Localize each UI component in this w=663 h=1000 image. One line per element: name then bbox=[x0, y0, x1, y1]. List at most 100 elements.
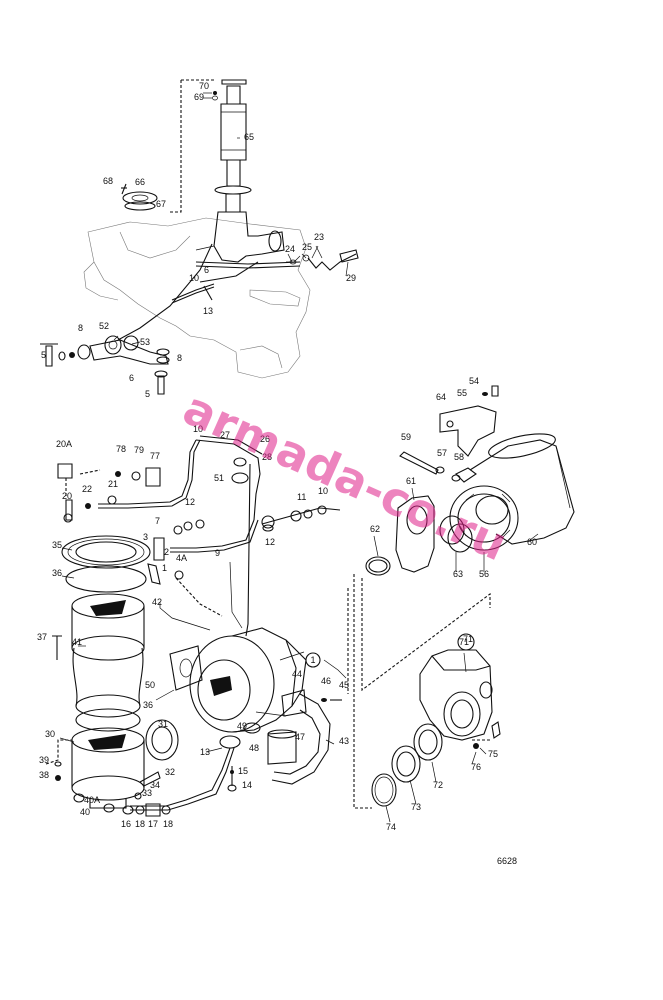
callout-c18b: 18 bbox=[163, 819, 173, 829]
callout-c57: 57 bbox=[437, 448, 447, 458]
callout-c21: 21 bbox=[108, 479, 118, 489]
callout-c38: 38 bbox=[39, 770, 49, 780]
callout-c66: 66 bbox=[135, 177, 145, 187]
oil-return-pipe-43 bbox=[267, 689, 342, 785]
callout-c73: 73 bbox=[411, 802, 421, 812]
callout-c12b: 12 bbox=[265, 537, 275, 547]
callout-c1: 1 bbox=[162, 563, 167, 573]
callout-c9: 9 bbox=[215, 548, 220, 558]
callout-c60: 60 bbox=[527, 537, 537, 547]
callout-c54: 54 bbox=[469, 376, 479, 386]
callout-c59: 59 bbox=[401, 432, 411, 442]
circled-callout-c71circle: 71 bbox=[459, 637, 469, 647]
callout-c33: 33 bbox=[142, 788, 152, 798]
callout-c40: 40 bbox=[80, 807, 90, 817]
callout-c34: 34 bbox=[150, 780, 160, 790]
callout-c71: 71 bbox=[463, 634, 473, 644]
callout-c7: 7 bbox=[155, 516, 160, 526]
leader-lines bbox=[59, 137, 539, 823]
callout-c5a: 5 bbox=[41, 350, 46, 360]
drawing-number: 6628 bbox=[497, 856, 517, 866]
callout-c70: 70 bbox=[199, 81, 209, 91]
callout-c14: 14 bbox=[242, 780, 252, 790]
callout-c78: 78 bbox=[116, 444, 126, 454]
callout-c16: 16 bbox=[121, 819, 131, 829]
callout-c4A: 4A bbox=[176, 553, 187, 563]
clamp-rings-72-74 bbox=[371, 723, 443, 807]
callout-c76: 76 bbox=[471, 762, 481, 772]
callout-c36b: 36 bbox=[143, 700, 153, 710]
callout-c2: 2 bbox=[164, 547, 169, 557]
callout-c40A: 40A bbox=[84, 795, 100, 805]
callout-c13: 13 bbox=[203, 306, 213, 316]
callout-c10a: 10 bbox=[189, 273, 199, 283]
oil-pipe-13-lower bbox=[122, 722, 261, 817]
callout-c25: 25 bbox=[302, 242, 312, 252]
callout-c10b: 10 bbox=[193, 424, 203, 434]
callout-c49: 49 bbox=[237, 721, 247, 731]
clamps-62-63 bbox=[365, 515, 473, 576]
mounting-bracket-64 bbox=[439, 385, 499, 457]
callout-c75: 75 bbox=[488, 749, 498, 759]
callout-c37: 37 bbox=[37, 632, 47, 642]
callout-c3: 3 bbox=[143, 532, 148, 542]
callout-c26: 26 bbox=[260, 434, 270, 444]
callout-c20: 20 bbox=[62, 491, 72, 501]
callout-c56: 56 bbox=[479, 569, 489, 579]
callout-c74: 74 bbox=[386, 822, 396, 832]
turbocharger-housing bbox=[169, 627, 307, 733]
callout-c8b: 8 bbox=[177, 353, 182, 363]
callout-c46: 46 bbox=[321, 676, 331, 686]
support-bracket-left bbox=[40, 335, 170, 395]
callout-c62: 62 bbox=[370, 524, 380, 534]
callout-c50: 50 bbox=[145, 680, 155, 690]
callout-c47: 47 bbox=[295, 732, 305, 742]
callout-c64: 64 bbox=[436, 392, 446, 402]
callout-c30: 30 bbox=[45, 729, 55, 739]
callout-c68: 68 bbox=[103, 176, 113, 186]
intake-adaptor-71 bbox=[419, 649, 501, 749]
callout-c55: 55 bbox=[457, 388, 467, 398]
callout-c67: 67 bbox=[156, 199, 166, 209]
dashed-connectors bbox=[347, 574, 491, 809]
callout-c45: 45 bbox=[339, 680, 349, 690]
callout-c36a: 36 bbox=[52, 568, 62, 578]
circled-callouts bbox=[305, 633, 475, 668]
callout-c23: 23 bbox=[314, 232, 324, 242]
callout-c28: 28 bbox=[262, 452, 272, 462]
callout-c31: 31 bbox=[158, 719, 168, 729]
callout-c12a: 12 bbox=[185, 497, 195, 507]
callout-c61: 61 bbox=[406, 476, 416, 486]
exhaust-stack-left bbox=[45, 535, 179, 813]
callout-c35: 35 bbox=[52, 540, 62, 550]
oil-pipe-lines-top bbox=[117, 243, 359, 341]
callout-c48: 48 bbox=[249, 743, 259, 753]
callout-c72: 72 bbox=[433, 780, 443, 790]
engine-outline bbox=[83, 217, 311, 379]
hose-61 bbox=[395, 495, 435, 573]
callout-c69: 69 bbox=[194, 92, 204, 102]
callout-c41: 41 bbox=[72, 637, 82, 647]
air-filter-60 bbox=[449, 433, 575, 551]
callout-c32: 32 bbox=[165, 767, 175, 777]
oil-pipe-lines-mid bbox=[98, 435, 341, 637]
callout-c5b: 5 bbox=[145, 389, 150, 399]
callout-c11: 11 bbox=[297, 492, 306, 502]
callout-c24: 24 bbox=[285, 244, 295, 254]
callout-c13b: 13 bbox=[200, 747, 210, 757]
callout-c44: 44 bbox=[292, 669, 302, 679]
callout-c53: 53 bbox=[140, 337, 150, 347]
callout-c10c: 10 bbox=[318, 486, 328, 496]
callout-c22: 22 bbox=[82, 484, 92, 494]
callout-c17: 17 bbox=[148, 819, 158, 829]
callout-c18a: 18 bbox=[135, 819, 145, 829]
callout-c39: 39 bbox=[39, 755, 49, 765]
fittings-left-cluster bbox=[57, 463, 274, 585]
bolt-59 bbox=[399, 451, 461, 482]
callout-c6a: 6 bbox=[204, 265, 209, 275]
callout-c77: 77 bbox=[150, 451, 160, 461]
callout-c43: 43 bbox=[339, 736, 349, 746]
callout-c6b: 6 bbox=[129, 373, 134, 383]
